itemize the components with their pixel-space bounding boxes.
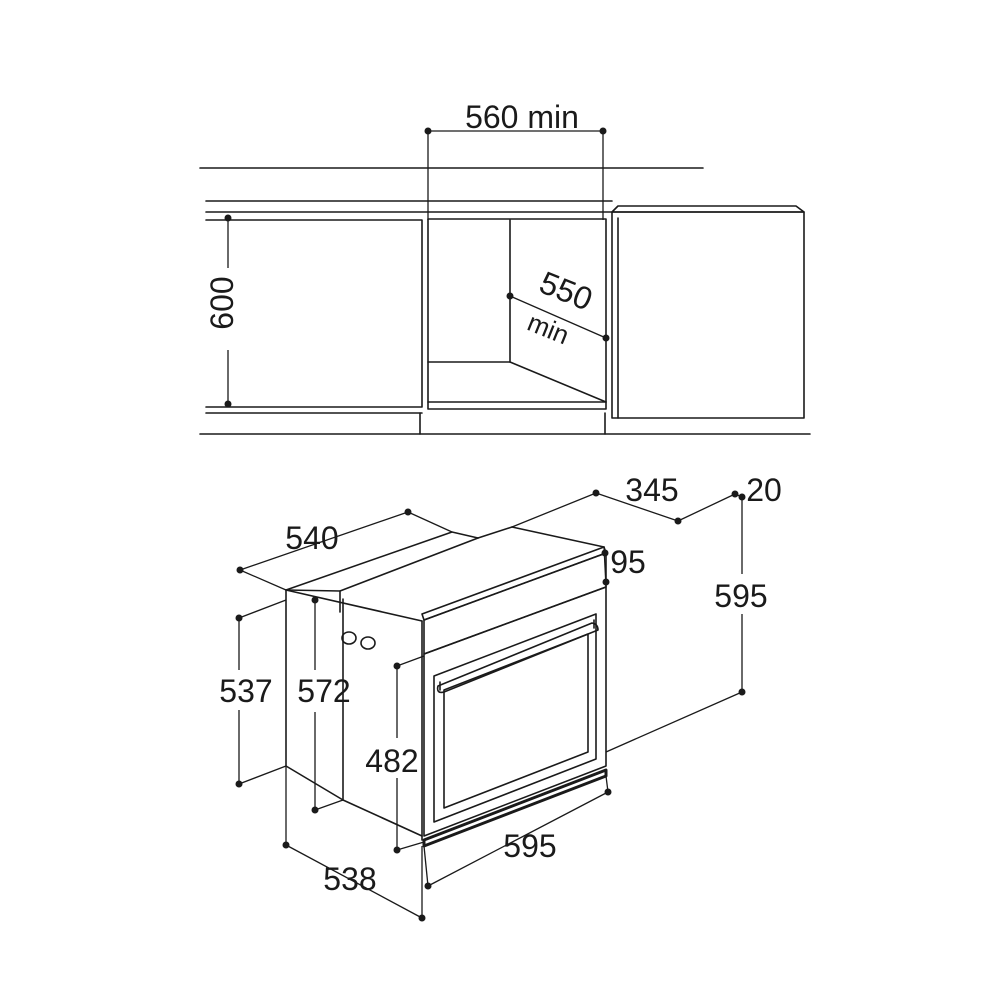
oven-top-ridge-2	[339, 537, 479, 592]
dimension-total-height: 595	[605, 497, 768, 753]
dimension-niche-height: 600	[204, 214, 240, 408]
door-glass	[433, 613, 597, 823]
rear-depth-label: 345	[625, 472, 678, 508]
vent-1	[341, 631, 357, 645]
niche-depth-suffix: min	[523, 307, 573, 351]
base-depth-label: 538	[323, 861, 376, 897]
oven-rear-step	[285, 589, 341, 613]
oven-top-front-edge	[511, 526, 605, 548]
door-frame	[423, 586, 607, 837]
dimension-niche-depth: 550 min	[506, 264, 610, 351]
niche-frame	[427, 218, 607, 410]
dimension-rear-depth: 345	[511, 472, 682, 528]
dimension-base-depth: 538	[282, 766, 426, 922]
total-height-label: 595	[714, 578, 767, 614]
side-height-label: 537	[219, 673, 272, 709]
vent-2	[360, 636, 376, 650]
oven-body	[285, 526, 605, 841]
top-depth-label: 540	[285, 520, 338, 556]
oven-top-right-edge	[477, 526, 513, 539]
control-panel-top	[421, 546, 607, 621]
niche-floor-diagonal	[509, 361, 607, 403]
dimension-side-height: 537	[219, 599, 287, 788]
right-cabinet-top	[611, 205, 805, 213]
dimension-door-height: 482	[365, 655, 425, 854]
left-cabinet	[205, 219, 423, 408]
right-cabinet-front	[611, 211, 805, 419]
inner-height-label: 572	[297, 673, 350, 709]
oven-isometric: 540 345 20 95	[219, 472, 782, 922]
oven-side-vents	[341, 631, 376, 650]
dimension-inner-height: 572	[297, 596, 351, 814]
dimension-niche-width: 560 min	[424, 99, 607, 220]
dimension-rear-offset: 20	[677, 472, 782, 522]
dimension-top-depth: 540	[236, 508, 453, 591]
front-offset-label: 95	[610, 544, 646, 580]
door-handle	[436, 619, 599, 694]
niche-opening	[427, 218, 607, 410]
rear-offset-label: 20	[746, 472, 782, 508]
oven-top-ridge	[285, 589, 423, 622]
niche-elevation: 560 min 600 550 min	[199, 99, 811, 435]
niche-width-label: 560 min	[465, 99, 579, 135]
door-height-label: 482	[365, 743, 418, 779]
niche-depth-label: 550	[535, 264, 598, 317]
dimension-front-offset: 95	[601, 544, 646, 588]
oven-side-bottom	[342, 799, 423, 837]
niche-height-label: 600	[204, 276, 240, 329]
dimension-front-width: 595	[423, 775, 612, 890]
right-cabinet	[611, 205, 805, 419]
front-width-label: 595	[503, 828, 556, 864]
